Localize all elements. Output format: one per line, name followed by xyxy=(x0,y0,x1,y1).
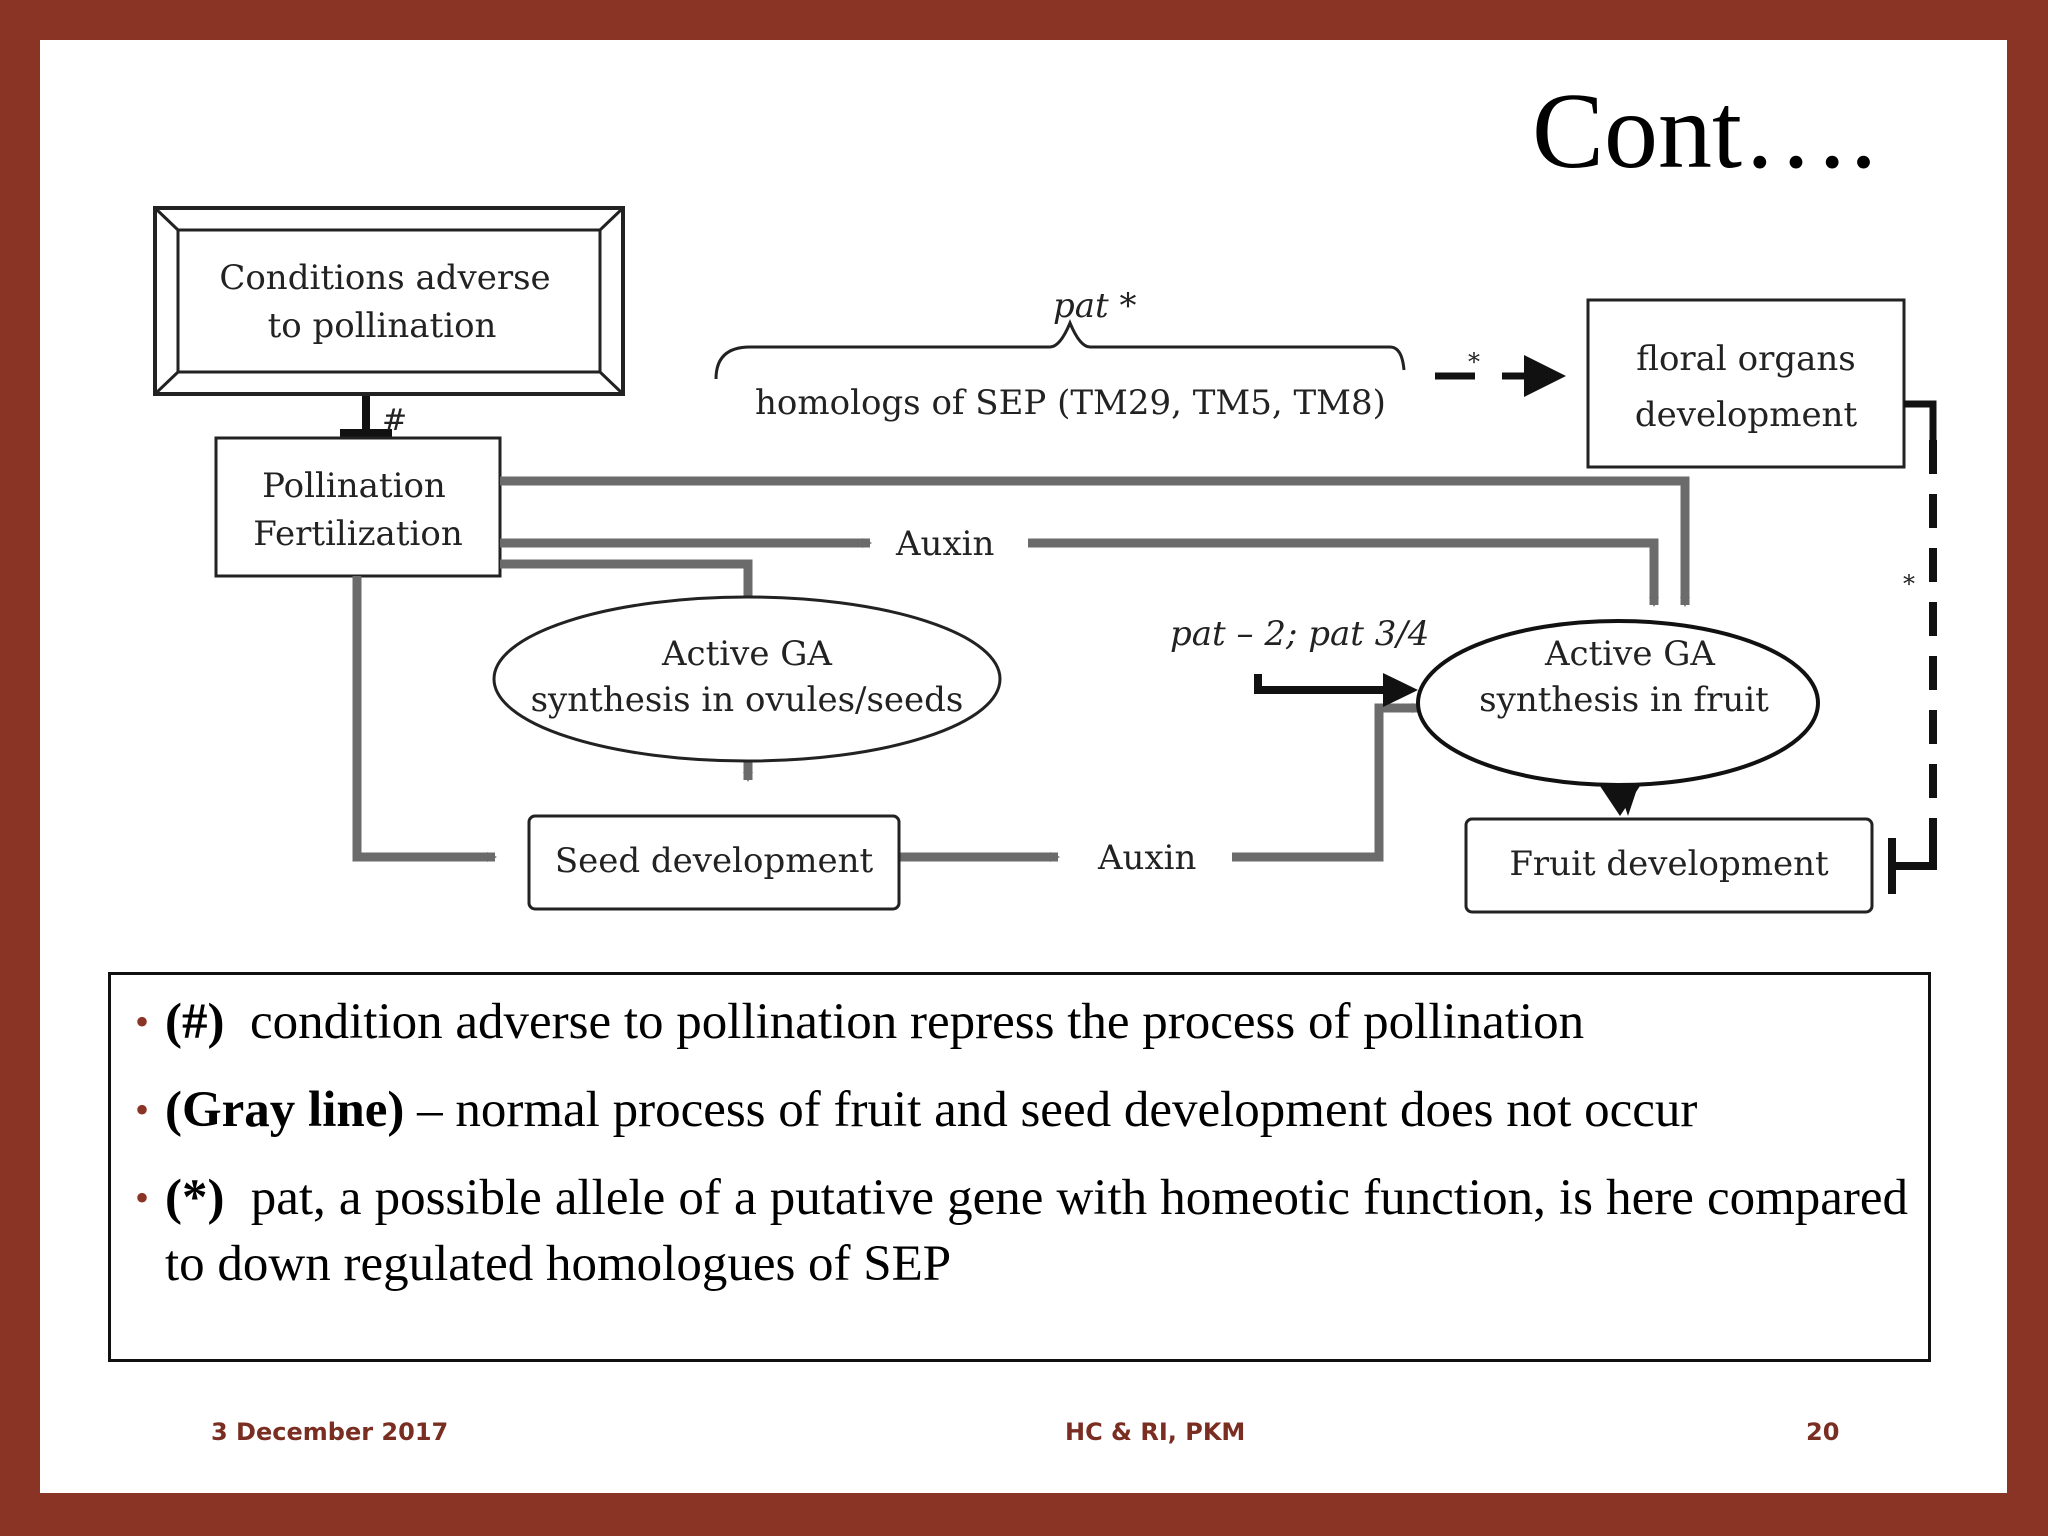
flow-pollination-to-ga-seeds xyxy=(500,559,753,610)
seed-dev-label: Seed development xyxy=(555,841,874,881)
hash-label: # xyxy=(382,403,407,438)
note-hash: (#) condition adverse to pollination rep… xyxy=(135,989,1908,1055)
dashed-arrow-to-floral: * xyxy=(1435,348,1566,397)
pat-label: pat * xyxy=(1053,286,1137,326)
ga-fruit-line1: Active GA xyxy=(1544,634,1715,674)
dashed-repression-right: * xyxy=(1888,400,1937,894)
footer-center: HC & RI, PKM xyxy=(1065,1418,1246,1446)
seed-development-box: Seed development xyxy=(527,814,901,911)
ga-fruit-line2: synthesis in fruit xyxy=(1479,680,1769,720)
gray-flow-lines xyxy=(352,476,1690,862)
footer-date: 3 December 2017 xyxy=(211,1418,449,1446)
ga-seeds-line2: synthesis in ovules/seeds xyxy=(531,680,964,720)
repression-mark-hash: # xyxy=(340,396,407,438)
note-hash-text: condition adverse to pollination repress… xyxy=(249,994,1585,1050)
homologs-label: homologs of SEP (TM29, TM5, TM8) xyxy=(755,383,1386,423)
note-star-bold: (*) xyxy=(165,1170,225,1226)
notes-box: (#) condition adverse to pollination rep… xyxy=(108,972,1931,1362)
conditions-adverse-box: Conditions adverse to pollination xyxy=(153,206,625,396)
pat-brace: pat * homologs of SEP (TM29, TM5, TM8) xyxy=(714,286,1406,423)
auxin-bottom-label: Auxin xyxy=(1097,838,1196,878)
conditions-label-line1: Conditions adverse xyxy=(219,258,550,298)
conditions-label-line2: to pollination xyxy=(268,306,497,346)
star-right-label: * xyxy=(1903,570,1915,598)
pat2-arrow: pat – 2; pat 3/4 xyxy=(1170,614,1429,707)
slide-title: Cont…. xyxy=(1531,72,1877,191)
note-gray-bold: (Gray line) xyxy=(165,1082,405,1138)
fruit-dev-label: Fruit development xyxy=(1509,844,1829,884)
note-star: (*) pat, a possible allele of a putative… xyxy=(135,1165,1908,1297)
star-top-label: * xyxy=(1468,348,1480,376)
flow-pollination-to-ga-fruit xyxy=(500,476,1690,607)
pat2-label: pat – 2; pat 3/4 xyxy=(1170,614,1429,654)
pollination-diagram: Conditions adverse to pollination # Poll… xyxy=(153,206,1937,914)
note-hash-bold: (#) xyxy=(165,994,225,1050)
pollination-fertilization-box: Pollination Fertilization xyxy=(214,436,502,578)
fruit-development-box: Fruit development xyxy=(1464,817,1874,914)
flow-auxin-bottom-to-ga-fruit xyxy=(1232,703,1422,862)
fertilization-label: Fertilization xyxy=(253,514,462,554)
slide: Conditions adverse to pollination # Poll… xyxy=(40,40,2007,1493)
flow-pollination-to-seed-dev xyxy=(352,576,497,862)
flow-auxin-to-ga-fruit xyxy=(1028,538,1659,607)
floral-organs-box: floral organs development xyxy=(1586,298,1906,469)
note-gray-line: (Gray line) – normal process of fruit an… xyxy=(135,1077,1908,1143)
auxin-top-label: Auxin xyxy=(895,524,994,564)
footer-page-number: 20 xyxy=(1806,1418,1840,1446)
ga-fruit-ellipse: Active GA synthesis in fruit xyxy=(1416,619,1820,787)
ga-seeds-ellipse: Active GA synthesis in ovules/seeds xyxy=(492,595,1002,763)
ga-seeds-line1: Active GA xyxy=(661,634,832,674)
note-star-text: pat, a possible allele of a putative gen… xyxy=(165,1170,1908,1292)
floral-label-line2: development xyxy=(1635,395,1858,435)
floral-label-line1: floral organs xyxy=(1636,339,1855,379)
note-gray-text: – normal process of fruit and seed devel… xyxy=(404,1082,1698,1138)
pollination-label: Pollination xyxy=(262,466,446,506)
